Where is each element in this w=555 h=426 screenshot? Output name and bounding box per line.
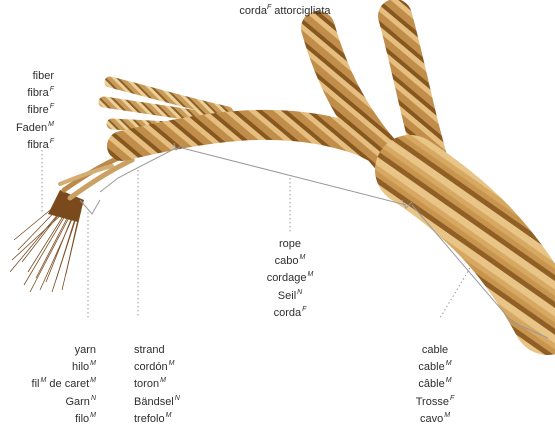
strand-term: trefoloM	[134, 409, 180, 426]
fiber-term: fibraF	[16, 83, 54, 100]
term-word: Faden	[16, 122, 47, 134]
term-word: cordón	[134, 361, 168, 373]
yarn-term: filM de caretM	[32, 374, 96, 391]
term-word: trefolo	[134, 413, 165, 425]
fiber-term: FadenM	[16, 118, 54, 135]
cable-term: cable	[405, 344, 465, 357]
gender-marker: M	[300, 254, 306, 261]
gender-marker: M	[444, 412, 450, 419]
term-word: filo	[75, 413, 89, 425]
term-word: cavo	[420, 413, 443, 425]
gender-marker: M	[446, 360, 452, 367]
term-word: cabo	[275, 255, 299, 267]
term-word: corda	[274, 307, 302, 319]
rope-term: cordageM	[260, 268, 320, 285]
rope-term: caboM	[260, 251, 320, 268]
rope-term: rope	[260, 238, 320, 251]
term-word-continued: de caret	[49, 378, 89, 390]
term-word: fil	[32, 378, 40, 390]
term-word: rope	[279, 238, 301, 250]
gender-marker: F	[50, 138, 54, 145]
term-word: yarn	[75, 344, 96, 356]
term-word: toron	[134, 378, 159, 390]
strand-term: BändselN	[134, 392, 180, 409]
term-word: strand	[134, 344, 165, 356]
term-word: Seil	[278, 290, 296, 302]
strand-term: strand	[134, 344, 180, 357]
gender-marker: F	[50, 86, 54, 93]
title-rest: attorcigliata	[274, 5, 330, 17]
gender-marker: N	[91, 395, 96, 402]
title-word: corda	[239, 5, 267, 17]
term-word: câble	[418, 378, 444, 390]
rope-term: cordaF	[260, 303, 320, 320]
term-word: Garn	[65, 396, 89, 408]
gender-marker: F	[50, 103, 54, 110]
term-word: hilo	[72, 361, 89, 373]
yarn-term: GarnN	[32, 392, 96, 409]
title-gender: F	[267, 4, 271, 11]
term-word: fibra	[27, 139, 48, 151]
term-word: fiber	[33, 70, 54, 82]
yarn-term: hiloM	[32, 357, 96, 374]
fiber-term: fibraF	[16, 135, 54, 152]
gender-marker: M	[90, 360, 96, 367]
term-word: fibre	[27, 104, 48, 116]
term-word: cable	[418, 361, 444, 373]
rope-term: SeilN	[260, 286, 320, 303]
strand-term: toronM	[134, 374, 180, 391]
fiber-term: fibreF	[16, 100, 54, 117]
strand-term: cordónM	[134, 357, 180, 374]
cable-term: câbleM	[405, 374, 465, 391]
gender-marker: M	[48, 121, 54, 128]
gender-marker: M	[90, 377, 96, 384]
cable-term: TrosseF	[405, 392, 465, 409]
fiber-term: fiber	[16, 70, 54, 83]
term-word: cordage	[267, 272, 307, 284]
gender-marker: M	[166, 412, 172, 419]
term-word: Bändsel	[134, 396, 174, 408]
diagram-title: cordaF attorcigliata	[195, 4, 375, 17]
yarn-term: yarn	[32, 344, 96, 357]
gender-marker: F	[302, 306, 306, 313]
gender-marker: M	[169, 360, 175, 367]
gender-marker: M	[307, 271, 313, 278]
gender-marker: F	[450, 395, 454, 402]
gender-marker: M	[90, 412, 96, 419]
term-word: cable	[422, 344, 448, 356]
gender-marker: N	[297, 289, 302, 296]
gender-marker: M	[446, 377, 452, 384]
gender-marker: M	[160, 377, 166, 384]
cable-term: cavoM	[405, 409, 465, 426]
gender-marker: N	[175, 395, 180, 402]
term-word: Trosse	[416, 396, 449, 408]
cable-term: cableM	[405, 357, 465, 374]
term-word: fibra	[27, 87, 48, 99]
yarn-term: filoM	[32, 409, 96, 426]
gender-marker: M	[41, 377, 47, 384]
